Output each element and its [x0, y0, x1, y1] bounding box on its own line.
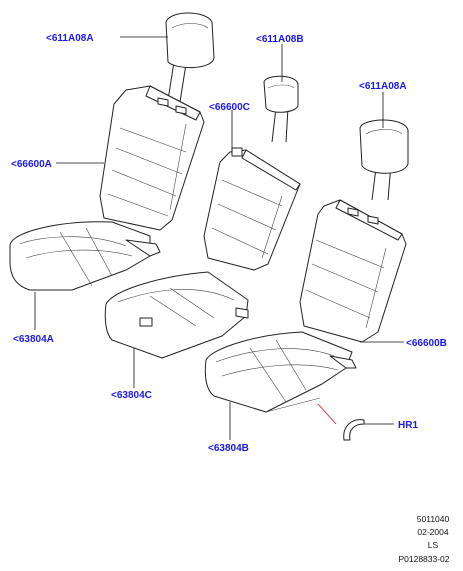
backrest-right [299, 199, 407, 343]
callout-headrest-right: <611A08A [359, 81, 407, 92]
callout-hr1: HR1 [398, 420, 418, 431]
hr1-clip [317, 403, 365, 441]
callout-cushion-center: <63804C [111, 390, 152, 401]
headrest-center [263, 75, 299, 143]
headrest-left [165, 12, 215, 103]
cushion-right [204, 331, 357, 413]
callout-backrest-left: <66600A [11, 159, 52, 170]
meta-line-4: P0128833-02 [398, 554, 449, 564]
meta-line-1: 5011040 [417, 514, 450, 524]
backrest-center [203, 147, 301, 271]
callout-cushion-left: <63804A [13, 334, 54, 345]
callout-headrest-left: <611A08A [46, 33, 94, 44]
cushion-left [9, 221, 161, 291]
headrest-right [359, 119, 409, 201]
callout-backrest-center: <66600C [209, 102, 250, 113]
meta-line-3: LS [428, 540, 439, 550]
callout-headrest-center: <611A08B [256, 34, 304, 45]
callout-backrest-right: <66600B [406, 338, 447, 349]
drawing-metadata: 5011040 02-2004 LS P0128833-02 [398, 514, 449, 564]
cushion-center [104, 271, 249, 359]
backrest-left [99, 85, 205, 231]
meta-line-2: 02-2004 [417, 527, 448, 537]
callout-cushion-right: <63804B [208, 443, 249, 454]
leader-lines [34, 36, 404, 440]
